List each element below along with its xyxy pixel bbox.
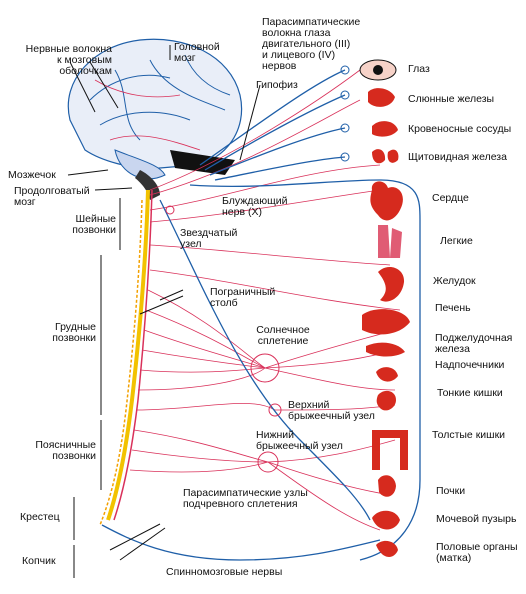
label-heart: Сердце	[432, 192, 469, 204]
label-border-column: Пограничный столб	[210, 286, 276, 309]
label-inferior-mesenteric: Нижний брыжеечный узел	[256, 429, 343, 452]
stomach-organ	[378, 267, 405, 302]
label-vagus-nerve: Блуждающий нерв (X)	[222, 195, 288, 218]
label-pancreas: Поджелудочная железа	[435, 332, 513, 355]
label-cervical-vertebrae: Шейные позвонки	[72, 213, 116, 236]
label-nerve-fibers-to-meninges: Нервные волокна к мозговым оболочкам	[25, 43, 112, 77]
label-genitals: Половые органы (матка)	[436, 541, 518, 564]
label-stomach: Желудок	[433, 275, 476, 287]
inferior-mesenteric-ganglion	[257, 451, 279, 473]
adrenals-organ	[376, 367, 398, 382]
leader-lines	[67, 45, 261, 561]
label-spinal-nerves: Спинномозговые нервы	[166, 566, 283, 578]
label-blood-vessels: Кровеносные сосуды	[408, 123, 512, 135]
salivary-organ	[368, 88, 395, 107]
spinal-column	[99, 189, 153, 526]
label-lumbar-vertebrae: Поясничные позвонки	[35, 439, 96, 462]
heart-organ	[370, 181, 403, 221]
label-bladder: Мочевой пузырь	[436, 513, 517, 525]
superior-mesenteric-ganglion	[268, 403, 282, 417]
bladder-organ	[372, 510, 400, 530]
label-cerebellum: Мозжечок	[8, 169, 56, 181]
label-thyroid: Щитовидная железа	[408, 151, 507, 163]
organs	[359, 59, 410, 557]
label-hypogastric: Парасимпатические узлы подчревного сплет…	[183, 487, 308, 510]
label-adrenals: Надпочечники	[435, 359, 505, 371]
label-eye: Глаз	[408, 63, 430, 75]
label-coccyx: Копчик	[22, 555, 56, 567]
ganglia	[165, 65, 350, 473]
label-pituitary: Гипофиз	[256, 79, 298, 91]
label-solar-plexus: Солнечное сплетение	[256, 324, 310, 347]
stellate-ganglion	[165, 205, 175, 215]
label-salivary-glands: Слюнные железы	[408, 93, 495, 105]
label-lungs: Легкие	[440, 235, 473, 247]
small-intestine-organ	[376, 390, 396, 411]
label-small-intestine: Тонкие кишки	[437, 387, 503, 399]
kidneys-organ	[378, 475, 396, 497]
pancreas-organ	[366, 342, 405, 357]
thyroid-organ	[372, 149, 399, 164]
label-kidneys: Почки	[436, 485, 466, 497]
label-liver: Печень	[435, 302, 471, 314]
label-stellate-ganglion: Звездчатый узел	[180, 227, 238, 250]
vertebrae-brackets	[73, 198, 121, 578]
label-superior-mesenteric: Верхний брыжеечный узел	[288, 399, 375, 422]
large-intestine-organ	[372, 430, 408, 470]
solar-plexus-ganglion	[250, 353, 280, 383]
label-parasympathetic-eye-fibers: Парасимпатические волокна глаза двигател…	[262, 16, 361, 72]
vessels-organ	[372, 121, 398, 137]
label-large-intestine: Толстые кишки	[432, 429, 506, 441]
lungs-organ	[378, 225, 402, 258]
label-medulla: Продолговатый мозг	[14, 185, 90, 208]
label-brain: Головной мозг	[174, 41, 220, 64]
liver-organ	[362, 309, 410, 335]
label-sacrum: Крестец	[20, 511, 60, 523]
genitals-organ	[376, 540, 398, 557]
label-thoracic-vertebrae: Грудные позвонки	[52, 321, 96, 344]
